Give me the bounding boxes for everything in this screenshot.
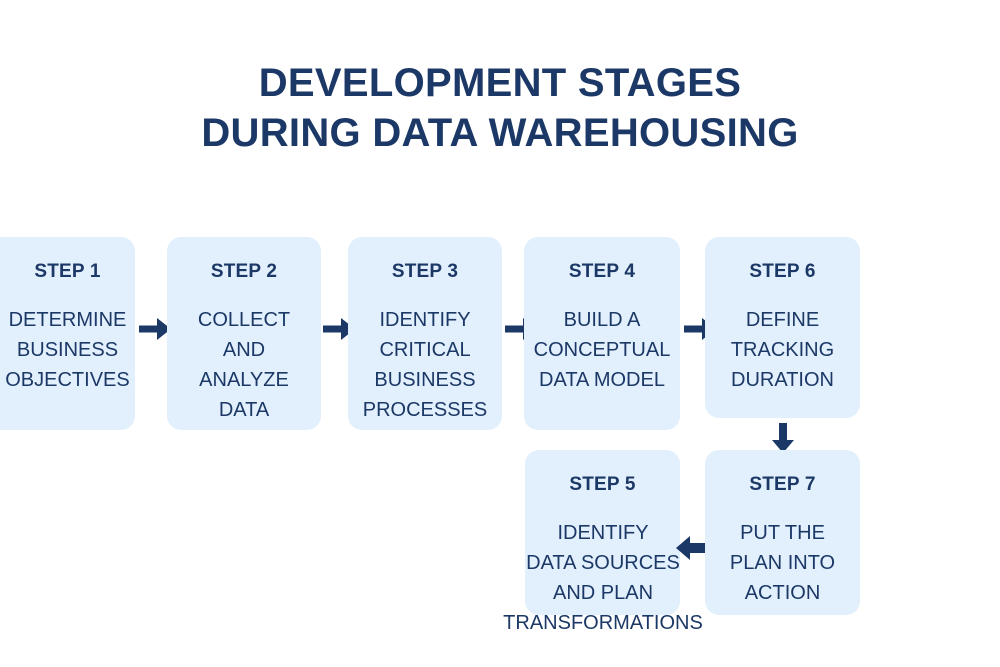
step-7-label: STEP 7 — [749, 474, 816, 495]
step-box-7[interactable]: STEP 7 PUT THE PLAN INTO ACTION — [705, 450, 860, 615]
step-2-label: STEP 2 — [210, 261, 278, 282]
arrow-step2-to-step3 — [322, 312, 356, 346]
arrow-step7-to-step5 — [675, 532, 709, 564]
step-3-label: STEP 3 — [391, 261, 459, 282]
step-box-5[interactable]: STEP 5 IDENTIFY DATA SOURCES AND PLAN TR… — [503, 450, 703, 634]
step-box-2[interactable]: STEP 2 COLLECT AND ANALYZE DATA — [167, 237, 321, 430]
step-box-4[interactable]: STEP 4 BUILD A CONCEPTUAL DATA MODEL — [524, 237, 680, 430]
step-4-text: BUILD A CONCEPTUAL DATA MODEL — [533, 309, 671, 391]
step-box-6[interactable]: STEP 6 DEFINE TRACKING DURATION — [705, 237, 860, 418]
page-title: DEVELOPMENT STAGES DURING DATA WAREHOUSI… — [0, 58, 1000, 158]
step-7-text: PUT THE PLAN INTO ACTION — [729, 522, 836, 604]
step-box-3[interactable]: STEP 3 IDENTIFY CRITICAL BUSINESS PROCES… — [348, 237, 502, 430]
step-6-text: DEFINE TRACKING DURATION — [730, 309, 835, 391]
page-title-line-2: DURING DATA WAREHOUSING — [201, 111, 799, 155]
step-3-text: IDENTIFY CRITICAL BUSINESS PROCESSES — [362, 309, 488, 421]
step-box-1[interactable]: STEP 1 DETERMINE BUSINESS OBJECTIVES — [0, 237, 135, 430]
step-4-label: STEP 4 — [568, 261, 636, 282]
step-6-label: STEP 6 — [749, 261, 816, 282]
arrow-step6-to-step7 — [770, 422, 796, 454]
arrow-step1-to-step2 — [138, 312, 172, 346]
step-5-text: IDENTIFY DATA SOURCES AND PLAN TRANSFORM… — [503, 522, 703, 634]
step-1-label: STEP 1 — [34, 261, 101, 282]
page-title-line-1: DEVELOPMENT STAGES — [258, 61, 742, 105]
step-5-label: STEP 5 — [569, 474, 636, 495]
step-2-text: COLLECT AND ANALYZE DATA — [197, 309, 291, 421]
step-1-text: DETERMINE BUSINESS OBJECTIVES — [5, 309, 130, 391]
